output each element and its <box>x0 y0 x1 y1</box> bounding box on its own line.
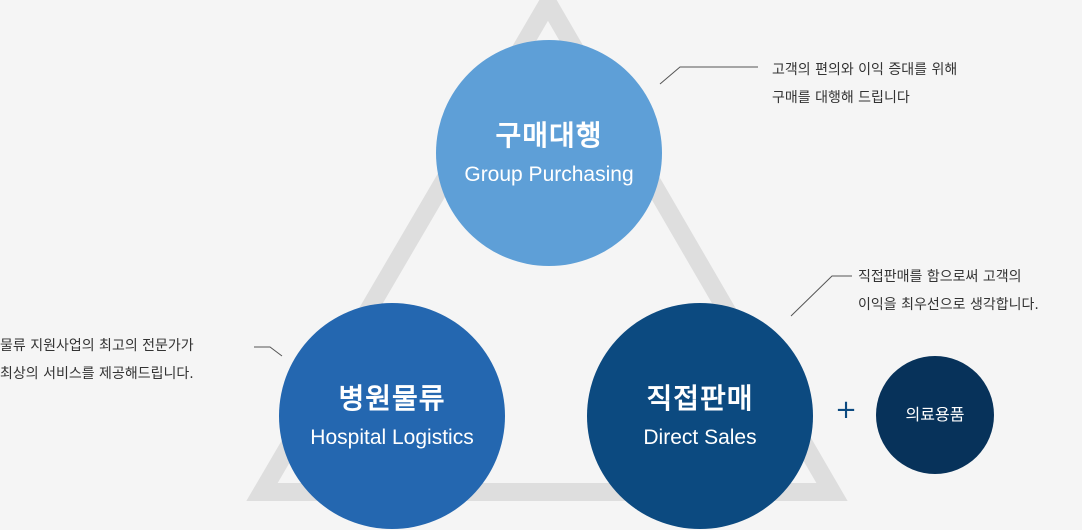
sales-title: 직접판매 <box>646 381 754 415</box>
logistics-desc-line-1: 물류 지원사업의 최고의 전문가가 <box>0 338 194 354</box>
sales-desc-line-1: 직접판매를 함으로써 고객의 <box>858 269 1022 285</box>
purchasing-desc-line-1: 고객의 편의와 이익 증대를 위해 <box>772 62 958 78</box>
purchasing-leader-line <box>659 66 758 85</box>
plus-icon: + <box>835 395 857 425</box>
purchasing-circle: 구매대행 Group Purchasing <box>436 40 662 266</box>
logistics-title: 병원물류 <box>338 381 446 415</box>
medical-supplies-title: 의료용품 <box>905 405 965 425</box>
purchasing-description: 고객의 편의와 이익 증대를 위해 구매를 대행해 드립니다 <box>772 56 957 112</box>
logistics-circle: 병원물류 Hospital Logistics <box>279 303 505 529</box>
sales-subtitle: Direct Sales <box>643 426 757 450</box>
sales-leader-line <box>790 275 852 317</box>
triangle-frame <box>246 0 848 501</box>
logistics-subtitle: Hospital Logistics <box>310 426 474 450</box>
logistics-desc-line-2: 최상의 서비스를 제공해드립니다. <box>0 366 194 382</box>
purchasing-subtitle: Group Purchasing <box>464 163 634 187</box>
medical-supplies-circle: 의료용품 <box>876 356 994 474</box>
purchasing-desc-line-2: 구매를 대행해 드립니다 <box>772 90 910 106</box>
logistics-description: 물류 지원사업의 최고의 전문가가 최상의 서비스를 제공해드립니다. <box>0 332 194 388</box>
logistics-leader-line <box>254 346 283 357</box>
sales-circle: 직접판매 Direct Sales <box>587 303 813 529</box>
purchasing-title: 구매대행 <box>495 118 603 152</box>
sales-description: 직접판매를 함으로써 고객의 이익을 최우선으로 생각합니다. <box>858 263 1039 319</box>
sales-desc-line-2: 이익을 최우선으로 생각합니다. <box>858 297 1039 313</box>
